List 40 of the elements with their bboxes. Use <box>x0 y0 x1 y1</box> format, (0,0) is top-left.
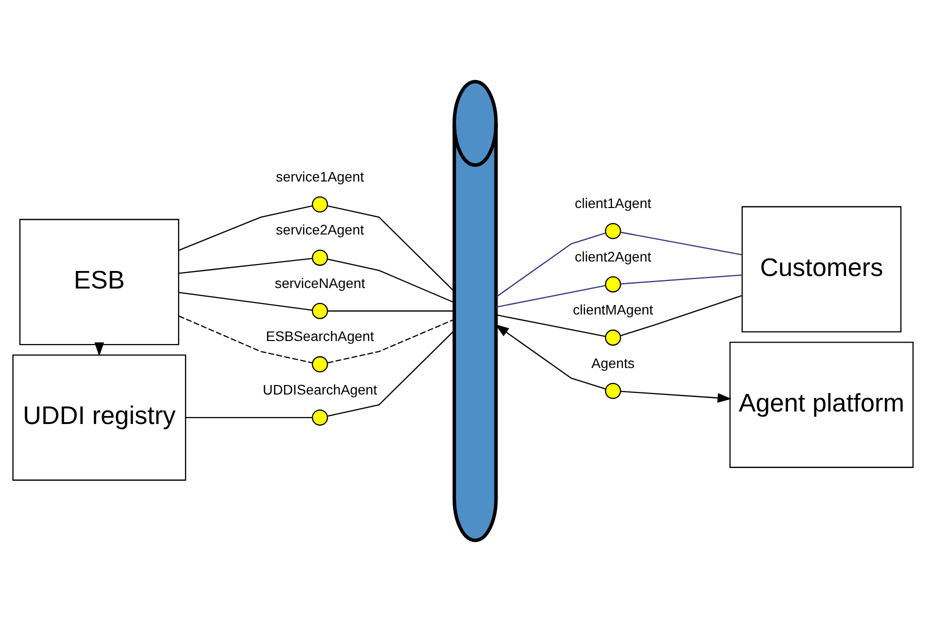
connector <box>620 294 742 336</box>
node-circle <box>604 329 622 346</box>
connector <box>496 314 606 336</box>
connector <box>496 232 606 297</box>
connector <box>496 284 606 308</box>
connector <box>178 314 312 363</box>
node-box: Customers <box>742 206 902 332</box>
node-label: client1Agent <box>574 194 652 211</box>
node-circle <box>604 222 622 239</box>
connector <box>178 291 312 310</box>
node-circle <box>312 356 328 372</box>
node-label: service1Agent <box>276 168 364 184</box>
node-circle <box>604 382 622 399</box>
node-label: UDDISearchAgent <box>262 381 378 398</box>
node-label: service2Agent <box>276 221 364 238</box>
node-circle <box>604 276 622 292</box>
connector <box>328 258 454 302</box>
node-circle <box>312 196 328 212</box>
node-circle <box>312 302 328 319</box>
node-circle <box>312 408 328 426</box>
node-label: ESBSearchAgent <box>266 328 374 344</box>
node-box: Agent platform <box>729 341 914 468</box>
connector <box>186 416 312 418</box>
arrow <box>94 342 104 356</box>
node-label: serviceNAgent <box>274 274 366 290</box>
connector <box>328 204 454 292</box>
node-label: clientMAgent <box>572 301 654 318</box>
node-circle <box>312 249 328 266</box>
node-label: client2Agent <box>574 248 652 264</box>
connector <box>178 257 312 274</box>
arrow <box>620 390 732 402</box>
node-label: Agents <box>591 354 635 370</box>
arrow <box>495 324 606 389</box>
connector <box>328 318 454 363</box>
connector <box>178 204 312 250</box>
connector <box>328 310 454 312</box>
node-box: UDDI registry <box>12 354 186 480</box>
connector <box>620 231 742 255</box>
connector <box>328 330 454 416</box>
connector <box>620 274 742 284</box>
